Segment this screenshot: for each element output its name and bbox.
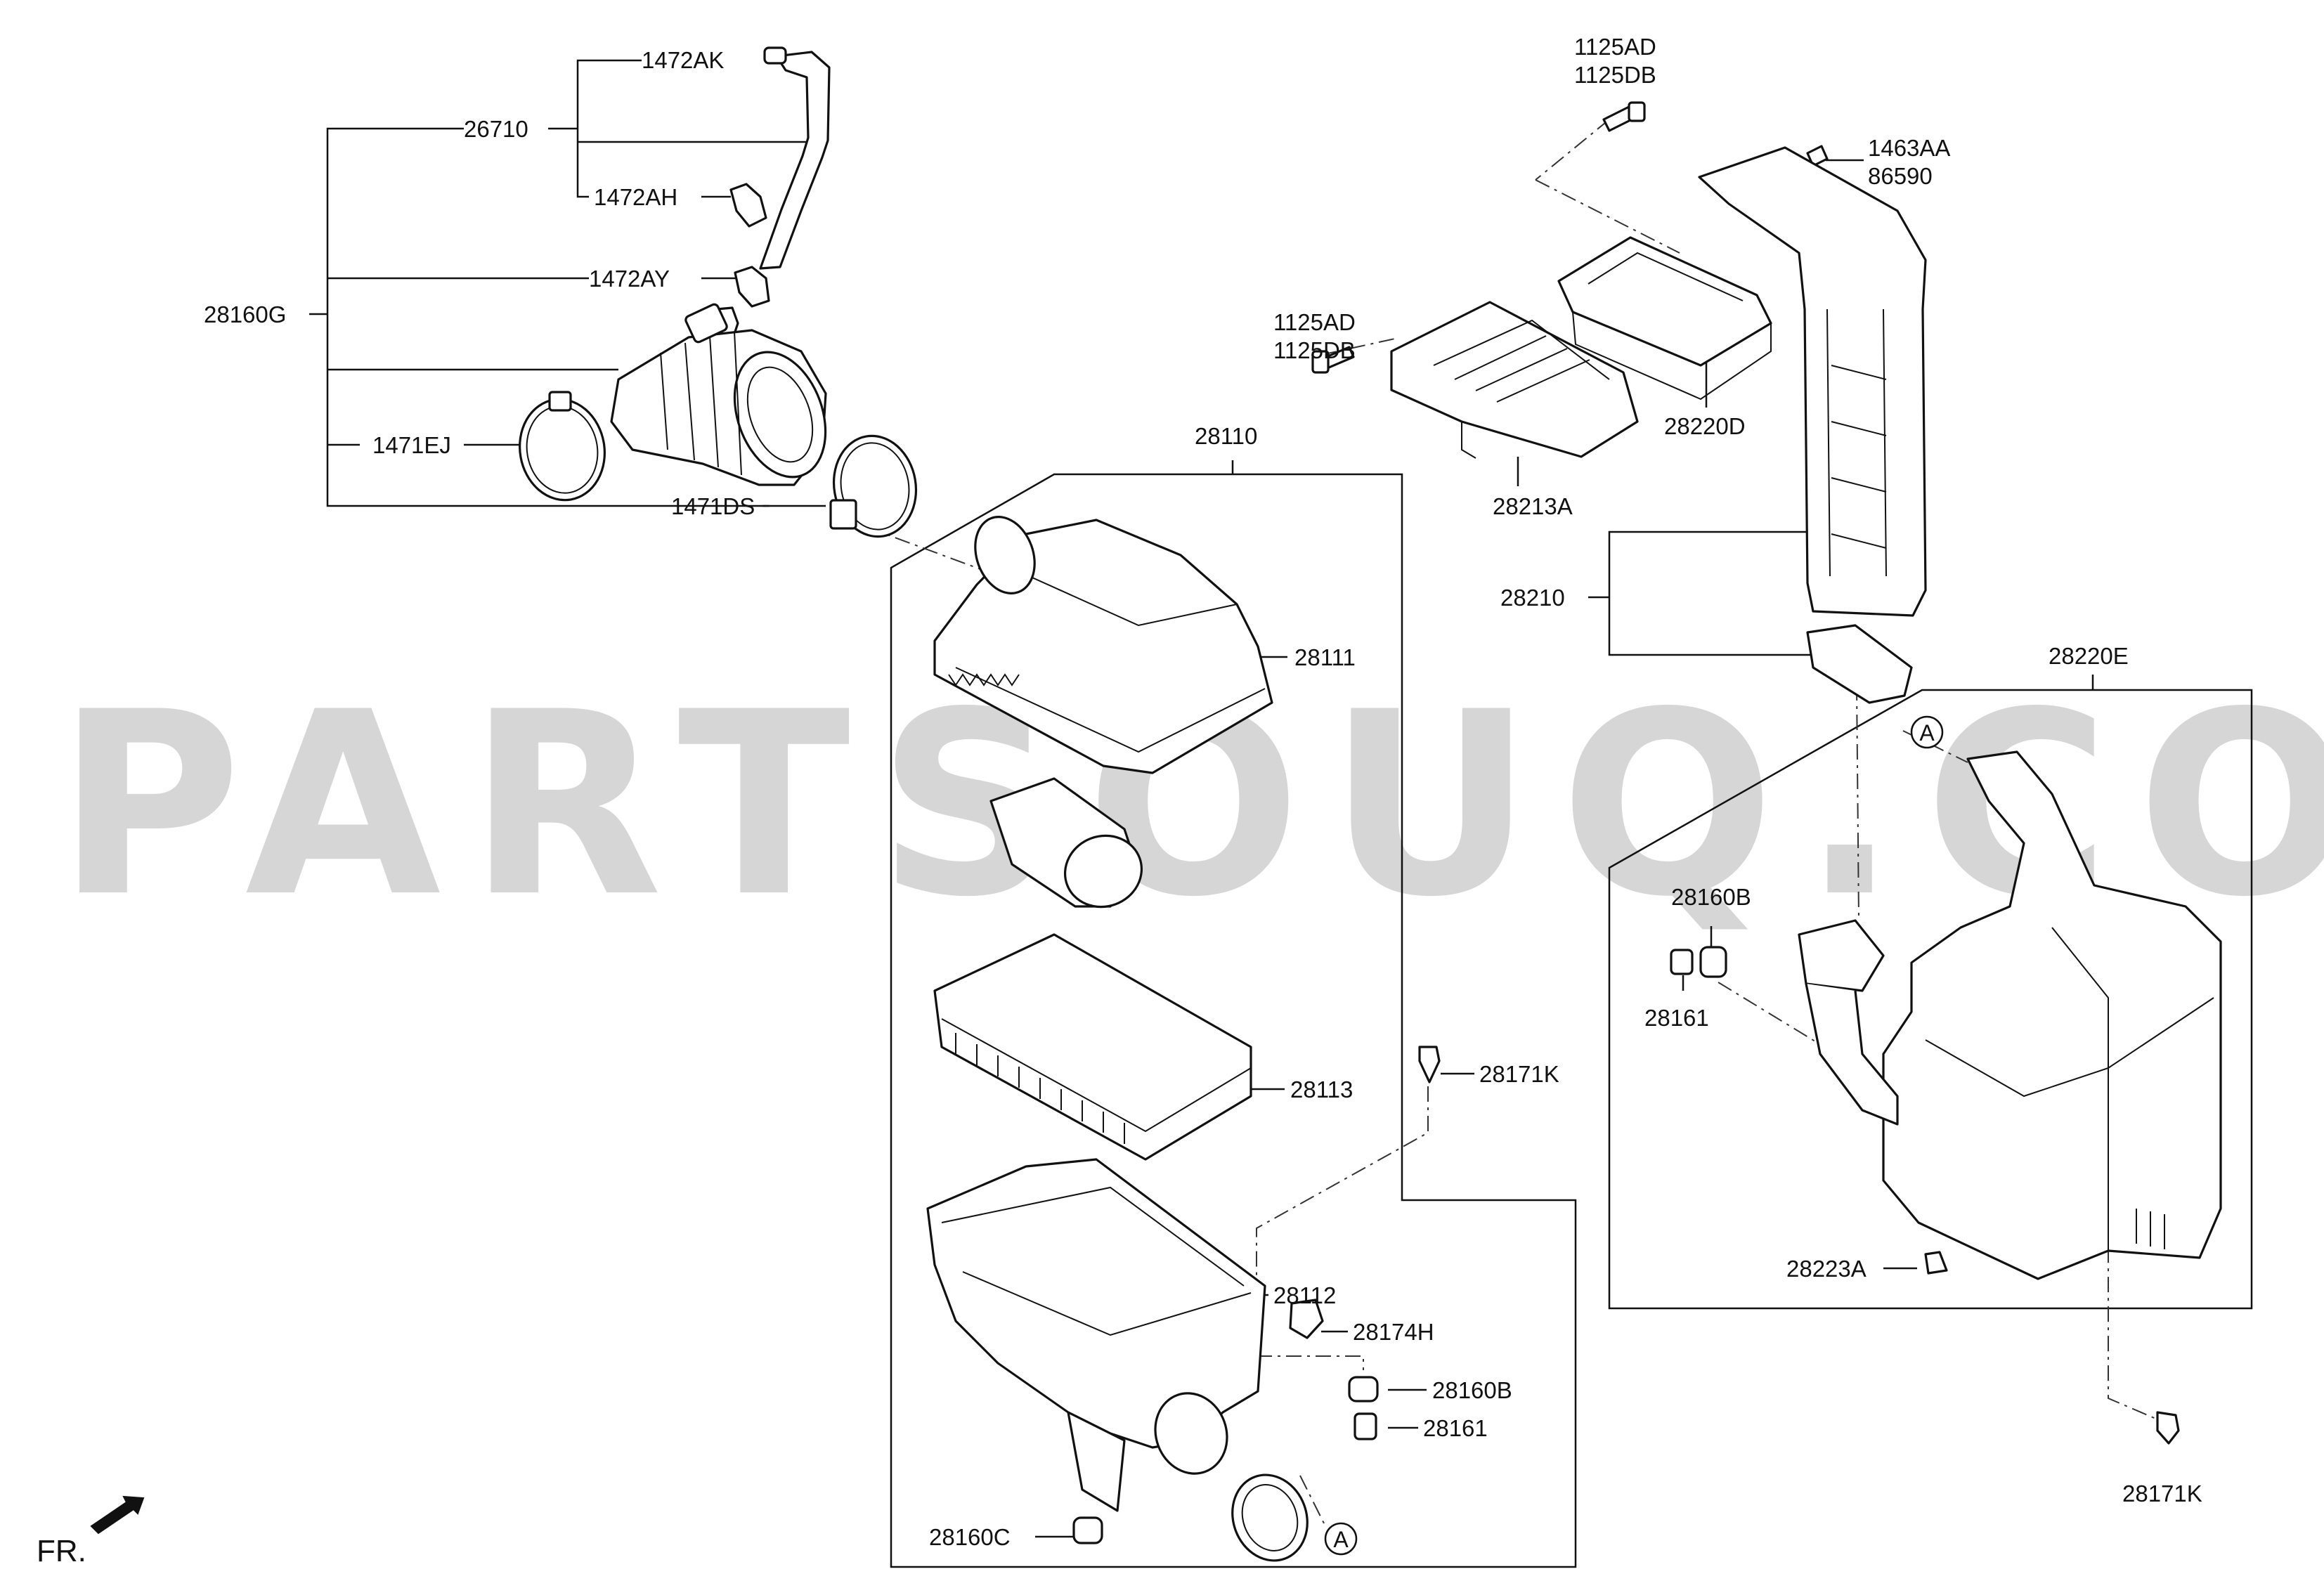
leader-lines (309, 59, 2253, 1568)
label-28110: 28110 (1195, 423, 1257, 449)
front-arrow-icon (90, 1495, 145, 1535)
hose-clamps (519, 391, 918, 538)
label-28213a: 28213A (1493, 493, 1573, 519)
label-28113: 28113 (1290, 1076, 1353, 1102)
label-1471ds: 1471DS (671, 493, 755, 519)
label-28160c: 28160C (929, 1524, 1011, 1550)
label-1125ad-top: 1125AD (1574, 34, 1656, 60)
label-1125db-mid: 1125DB (1273, 337, 1356, 363)
label-28220e: 28220E (2049, 643, 2129, 669)
label-26710: 26710 (464, 116, 528, 142)
air-filter-element (933, 933, 1252, 1161)
label-1472ak: 1472AK (642, 47, 724, 73)
label-28210: 28210 (1500, 585, 1565, 611)
front-direction-label: FR. (37, 1534, 86, 1568)
label-28112: 28112 (1273, 1282, 1336, 1308)
label-1125db-top: 1125DB (1574, 62, 1656, 88)
air-cleaner-cover (933, 516, 1273, 774)
label-28171k-mid: 28171K (1479, 1061, 1559, 1087)
label-1471ej: 1471EJ (372, 432, 451, 458)
label-28161-right: 28161 (1644, 1005, 1709, 1031)
reference-marker-bottom: A (1324, 1522, 1358, 1556)
label-28161-low: 28161 (1423, 1415, 1488, 1441)
svg-text:A: A (1333, 1527, 1349, 1552)
small-fittings (1072, 1046, 2180, 1562)
air-cleaner-lower-case (926, 1158, 1266, 1512)
label-1472ay: 1472AY (589, 266, 670, 292)
intake-hose (610, 303, 827, 486)
duct-28213a (1390, 301, 1639, 459)
label-28160b-right: 28160B (1671, 884, 1751, 910)
bolts-1125 (1311, 101, 1829, 374)
air-cleaner-assembly (1670, 750, 2222, 1280)
label-28160b-low: 28160B (1432, 1377, 1512, 1403)
label-28111: 28111 (1294, 644, 1356, 670)
label-1472ah: 1472AH (594, 184, 677, 210)
svg-text:A: A (1919, 720, 1935, 746)
label-86590: 86590 (1868, 163, 1933, 189)
reference-marker-top: A (1910, 715, 1944, 749)
breather-hose (708, 46, 831, 346)
duct-28220d (1557, 236, 1772, 401)
label-28223a: 28223A (1786, 1256, 1867, 1282)
label-1463aa: 1463AA (1868, 135, 1950, 161)
label-28220d: 28220D (1664, 413, 1746, 439)
label-28160g: 28160G (204, 301, 286, 327)
label-1125ad-mid: 1125AD (1273, 309, 1356, 335)
inner-duct (989, 777, 1143, 909)
part-number-labels: 1472AK 26710 1472AH 1472AY 28160G 1471EJ… (204, 34, 2202, 1550)
label-28174h: 28174H (1353, 1319, 1434, 1345)
resonator-28210 (1698, 146, 1927, 704)
front-direction-indicator: FR. (37, 1495, 145, 1568)
label-28171k-right: 28171K (2122, 1480, 2202, 1506)
